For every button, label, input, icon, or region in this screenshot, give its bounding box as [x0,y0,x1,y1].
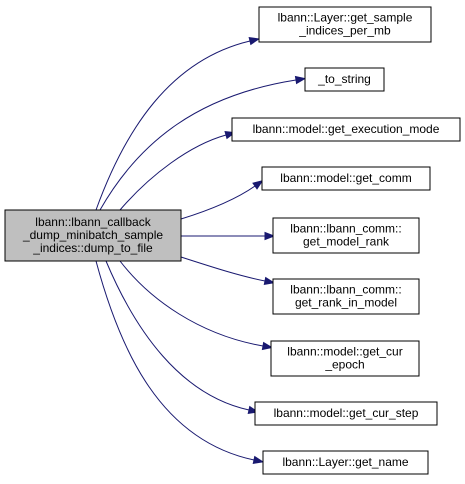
root-node[interactable]: lbann::lbann_callback_dump_minibatch_sam… [4,209,182,262]
arrowhead [264,231,276,241]
node-label-line: lbann::model::get_cur_step [274,406,419,420]
node-label-line: _indices_per_mb [298,24,391,38]
node-box [231,117,461,142]
callee-node-get_cur_epoch[interactable]: lbann::model::get_cur_epoch [270,340,420,377]
edge-line [95,260,255,461]
edge-get_name [95,260,265,465]
node-box [261,166,431,191]
node-label-line: get_rank_in_model [295,296,397,310]
edge-to_string [99,75,307,211]
node-label-line: lbann::lbann_callback [35,215,151,229]
callee-node-get_sample_indices_per_mb[interactable]: lbann::Layer::get_sample_indices_per_mb [258,6,432,43]
node-label-line: lbann::model::get_execution_mode [253,122,440,136]
arrowhead [252,455,265,465]
edge-get_cur_step [105,260,260,415]
node-label-line: _indices::dump_to_file [32,241,153,255]
nodes: lbann::Layer::get_sample_indices_per_mb_… [4,6,461,475]
arrowhead [263,276,276,286]
node-label-line: lbann::model::get_cur [287,345,402,359]
edge-get_rank_in_model [180,256,276,286]
node-label-line: _dump_minibatch_sample [22,228,163,242]
edge-get_cur_epoch [119,260,274,351]
node-box [272,217,420,254]
edge-line [119,260,264,347]
arrowhead [294,75,307,85]
arrowhead [248,36,261,46]
node-label-line: lbann::Layer::get_name [282,455,408,469]
callee-node-get_name[interactable]: lbann::Layer::get_name [262,450,429,475]
node-label-line: lbann::model::get_comm [280,171,411,185]
node-box [258,6,432,43]
arrowhead [252,180,264,190]
edge-line [119,134,227,211]
callee-node-to_string[interactable]: _to_string [304,67,385,92]
callee-node-get_rank_in_model[interactable]: lbann::lbann_comm::get_rank_in_model [272,278,420,315]
edge-line [180,185,256,220]
node-label-line: lbann::lbann_comm:: [290,222,401,236]
node-box [272,278,420,315]
edge-line [180,256,266,282]
node-label-line: lbann::Layer::get_sample [278,11,413,25]
node-box [262,450,429,475]
edge-get_comm [180,180,264,220]
node-box [270,340,420,377]
edge-get_model_rank [181,231,276,241]
edge-get_sample_indices_per_mb [95,36,261,211]
edge-line [95,40,251,211]
node-box [4,209,182,262]
node-label-line: _to_string [317,72,371,86]
node-box [304,67,385,92]
callee-node-get_comm[interactable]: lbann::model::get_comm [261,166,431,191]
edge-get_execution_mode [119,131,237,211]
callee-node-get_cur_step[interactable]: lbann::model::get_cur_step [254,401,438,426]
edges [95,36,307,465]
callee-node-get_model_rank[interactable]: lbann::lbann_comm::get_model_rank [272,217,420,254]
arrowhead [261,341,274,351]
callee-node-get_execution_mode[interactable]: lbann::model::get_execution_mode [231,117,461,142]
node-box [254,401,438,426]
edge-line [105,260,250,411]
node-label-line: lbann::lbann_comm:: [290,283,401,297]
edge-line [99,79,297,211]
node-label-line: _epoch [324,358,364,372]
node-label-line: get_model_rank [303,235,390,249]
